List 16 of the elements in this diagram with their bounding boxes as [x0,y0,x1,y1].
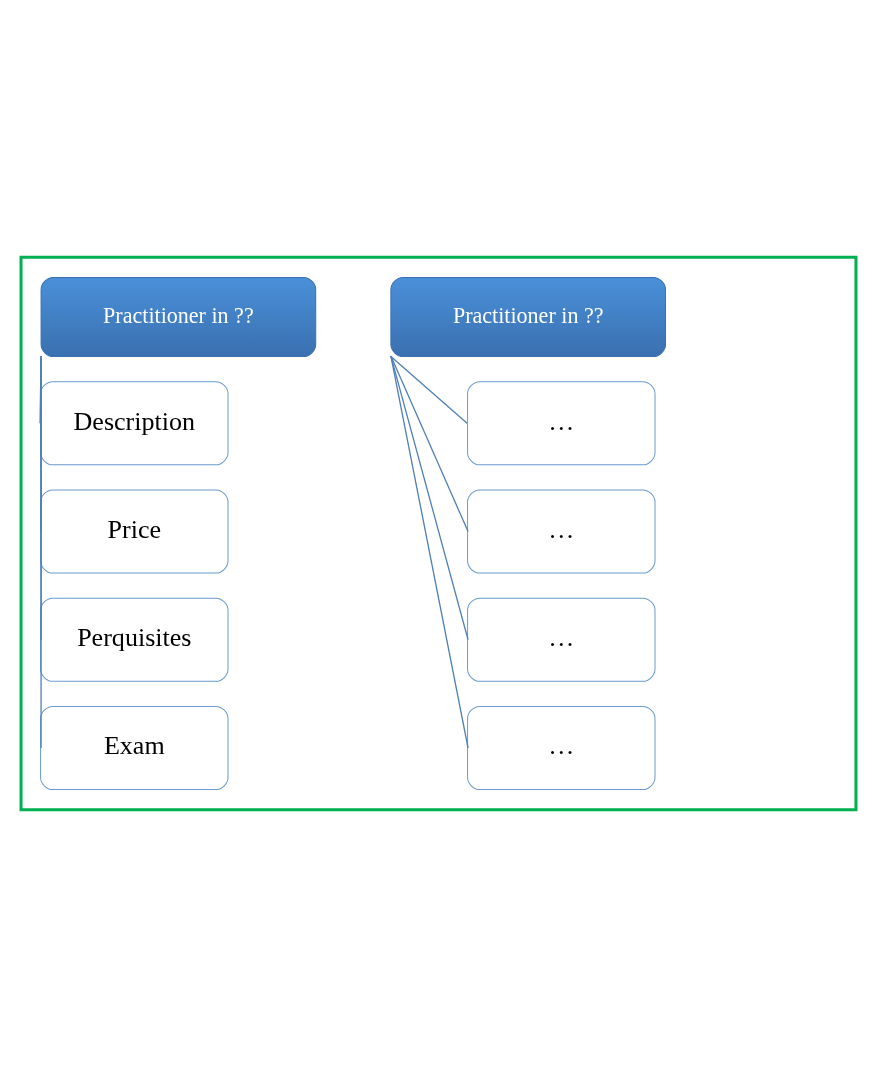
connector [39,355,42,749]
node-box: … [466,597,655,682]
node-box: Practitioner in ?? [40,276,316,358]
connector [389,355,469,749]
node-box: Description [39,381,228,466]
connector [389,355,469,533]
cluster [19,255,857,812]
connector [389,355,468,424]
node-box: … [466,381,655,466]
node-box: Exam [39,705,228,791]
node-box: … [466,705,655,791]
node-box: … [466,489,655,574]
node-box: Practitioner in ?? [389,276,666,358]
node-box: Price [39,489,228,574]
node-box: Perquisites [39,597,228,682]
connector [389,355,469,641]
